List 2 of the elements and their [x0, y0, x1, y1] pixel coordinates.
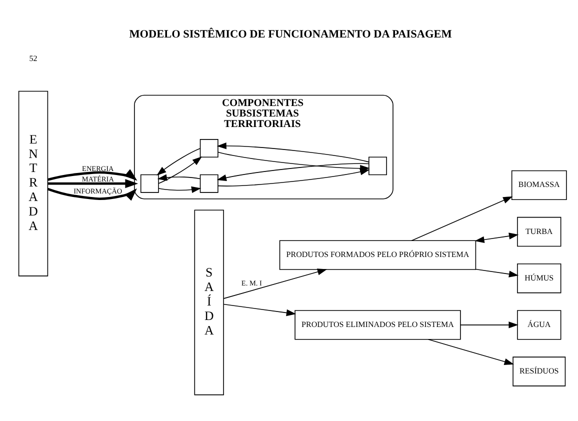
diagram-title: MODELO SISTÊMICO DE FUNCIONAMENTO DA PAISAGEM — [129, 28, 452, 41]
label: 52 — [29, 54, 38, 64]
